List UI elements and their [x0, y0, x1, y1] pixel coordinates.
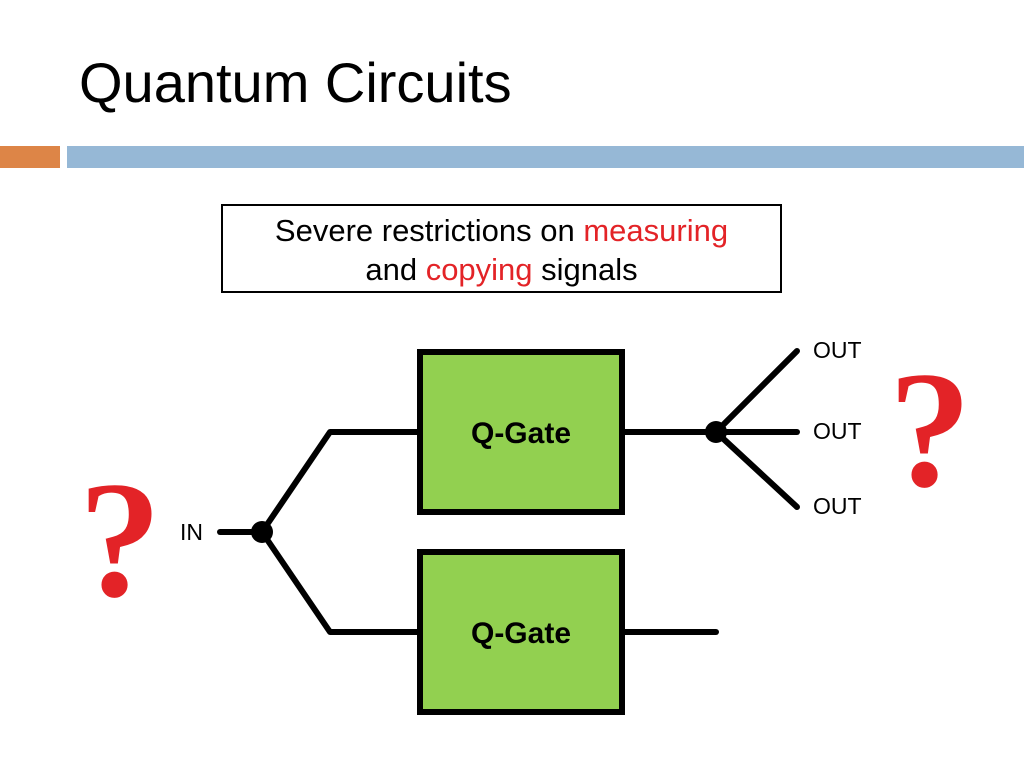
- accent-bar-orange: [0, 146, 60, 168]
- note-text: signals: [532, 252, 638, 287]
- output-label-bottom: OUT: [813, 493, 862, 519]
- note-highlight-measuring: measuring: [583, 213, 729, 248]
- input-junction-dot: [251, 521, 273, 543]
- q-gate-lower-label: Q-Gate: [471, 617, 571, 650]
- note-line-1: Severe restrictions on measuring: [223, 211, 780, 250]
- output-label-top: OUT: [813, 337, 862, 363]
- restrictions-note: Severe restrictions on measuring and cop…: [221, 204, 782, 293]
- output-label-middle: OUT: [813, 418, 862, 444]
- q-gate-lower: [417, 549, 625, 715]
- note-text: Severe restrictions on: [274, 213, 584, 248]
- slide-title: Quantum Circuits: [79, 51, 512, 114]
- output-junction-dot: [705, 421, 727, 443]
- note-highlight-copying: copying: [425, 252, 533, 287]
- input-label: IN: [180, 519, 203, 545]
- note-text: and: [365, 252, 426, 287]
- question-mark-left: ?: [78, 447, 162, 633]
- fanout-wire-bottom: [713, 429, 800, 510]
- upper-branch-wire: [259, 429, 421, 535]
- note-line-2: and copying signals: [223, 250, 780, 289]
- accent-bar-blue: [67, 146, 1024, 168]
- q-gate-upper: [417, 349, 625, 515]
- q-gate-upper-label: Q-Gate: [471, 417, 571, 450]
- question-mark-right: ?: [888, 337, 972, 523]
- fanout-wire-top: [713, 348, 800, 435]
- lower-branch-wire: [259, 529, 421, 635]
